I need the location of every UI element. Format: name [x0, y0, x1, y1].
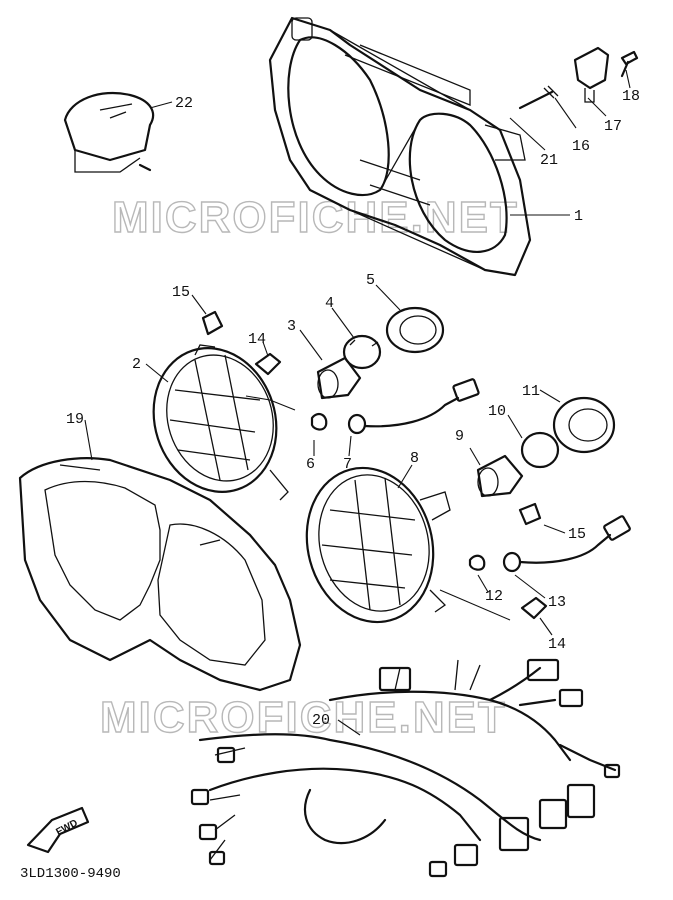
bulb-left	[316, 356, 362, 400]
callout-18: 18	[622, 88, 640, 105]
callout-8: 8	[410, 450, 419, 467]
bulb-socket-left	[385, 306, 445, 354]
callout-13: 13	[548, 594, 566, 611]
callout-7: 7	[343, 456, 352, 473]
fwd-label: FWD	[54, 818, 79, 838]
headlight-unit-right	[305, 466, 451, 624]
drawing-code: 3LD1300-9490	[20, 866, 121, 882]
callout-10: 10	[488, 403, 506, 420]
callout-1: 1	[574, 208, 583, 225]
callout-21: 21	[540, 152, 558, 169]
socket-harness-left	[347, 378, 480, 435]
clip-right	[518, 502, 542, 526]
callouts: 1 2 3 4 5 6 7 8 9 10 11 12 13 14 14 15 1…	[66, 88, 640, 729]
callout-19: 19	[66, 411, 84, 428]
small-bulb-left	[254, 352, 282, 376]
adjuster-screw	[518, 85, 559, 110]
callout-12: 12	[485, 588, 503, 605]
fwd-arrow-icon: FWD	[26, 806, 90, 854]
callout-20: 20	[312, 712, 330, 729]
clip-left	[201, 310, 224, 336]
position-bulb-right	[468, 554, 486, 571]
callout-9: 9	[455, 428, 464, 445]
callout-15-left: 15	[172, 284, 190, 301]
watermark-lower: MICROFICHE.NET	[100, 693, 507, 742]
leader-lines	[84, 69, 631, 736]
cover	[63, 91, 155, 173]
position-bulb-left	[310, 412, 328, 431]
headlight-bezel	[18, 457, 302, 692]
retaining-ring-right	[520, 431, 560, 469]
bracket	[573, 46, 610, 103]
watermark-upper: MICROFICHE.NET	[112, 193, 519, 242]
callout-4: 4	[325, 295, 334, 312]
bulb-right	[476, 454, 524, 498]
callout-14-left: 14	[248, 331, 266, 348]
callout-16: 16	[572, 138, 590, 155]
callout-6: 6	[306, 456, 315, 473]
retaining-ring-left	[342, 334, 382, 370]
callout-11: 11	[522, 383, 540, 400]
wire-harness	[190, 658, 621, 878]
callout-15-right: 15	[568, 526, 586, 543]
headlight-unit-left	[152, 344, 289, 501]
bolt	[620, 50, 639, 78]
bulb-socket-right	[552, 396, 616, 454]
headlight-housing	[268, 16, 532, 277]
callout-17: 17	[604, 118, 622, 135]
small-bulb-right	[520, 596, 548, 620]
callout-22: 22	[175, 95, 193, 112]
callout-5: 5	[366, 272, 375, 289]
callout-3: 3	[287, 318, 296, 335]
socket-harness-right	[502, 515, 631, 573]
callout-2: 2	[132, 356, 141, 373]
callout-14-right: 14	[548, 636, 566, 653]
